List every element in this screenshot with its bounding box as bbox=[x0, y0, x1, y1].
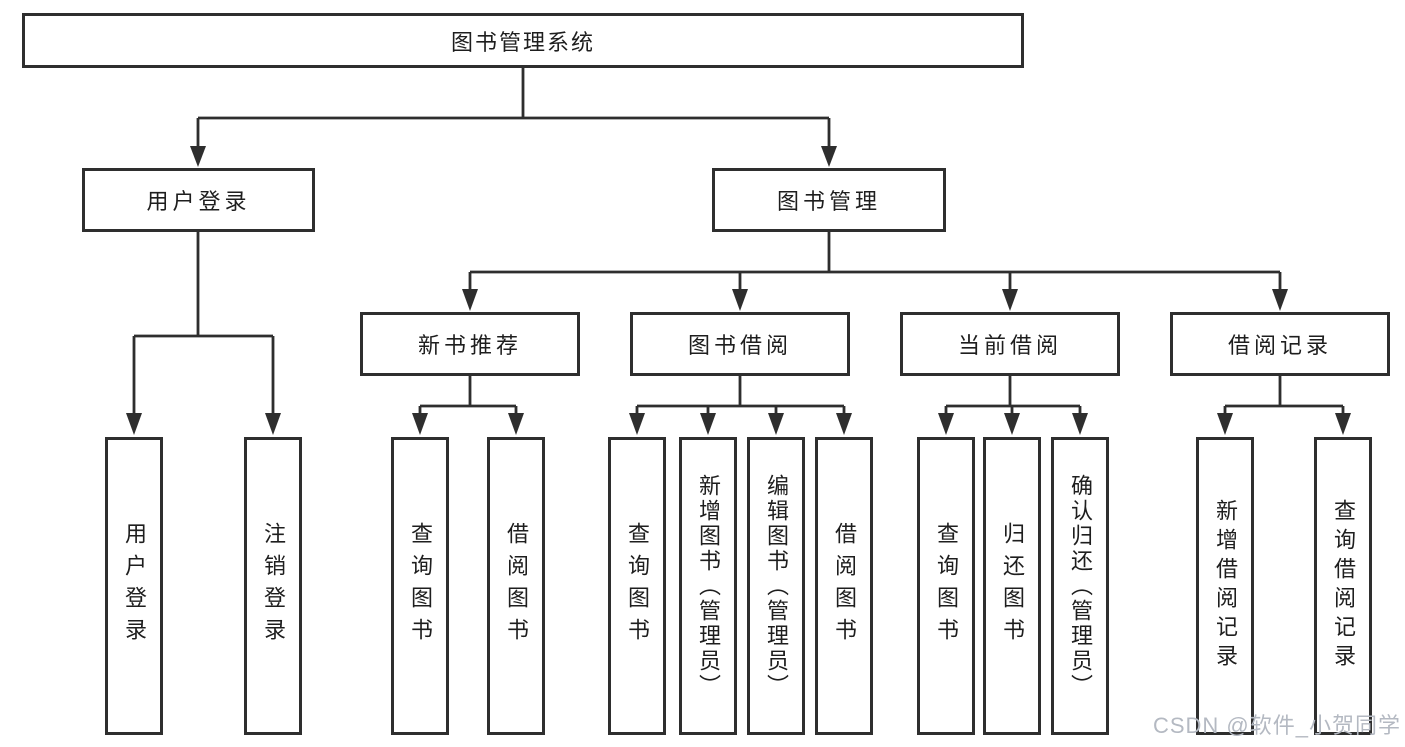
node-borrow-records: 借阅记录 bbox=[1170, 312, 1390, 376]
node-new-book-recommend-label: 新书推荐 bbox=[417, 333, 522, 358]
leaf-logout-label: 注销登录 bbox=[261, 522, 286, 650]
leaf-records-add-record-label: 新增借阅记录 bbox=[1213, 499, 1238, 673]
leaf-current-confirm-return-admin: 确认归还（管理员） bbox=[1051, 437, 1109, 735]
leaf-borrow-edit-books-admin: 编辑图书（管理员） bbox=[747, 437, 805, 735]
leaf-current-confirm-return-admin-label: 确认归还（管理员） bbox=[1068, 473, 1093, 699]
leaf-current-return-books-label: 归还图书 bbox=[1000, 522, 1025, 650]
leaf-current-return-books: 归还图书 bbox=[983, 437, 1041, 735]
node-borrow-records-label: 借阅记录 bbox=[1227, 333, 1332, 358]
leaf-user-login-label: 用户登录 bbox=[122, 522, 147, 650]
connector-book-management-children bbox=[462, 232, 1288, 311]
leaf-recommend-borrow-books-label: 借阅图书 bbox=[504, 522, 529, 650]
leaf-borrow-query-books: 查询图书 bbox=[608, 437, 666, 735]
connector-borrow-records-children bbox=[1217, 376, 1351, 435]
connector-user-login-children bbox=[126, 232, 281, 435]
node-book-management: 图书管理 bbox=[712, 168, 946, 232]
node-root-label: 图书管理系统 bbox=[450, 29, 595, 55]
connector-current-borrow-children bbox=[938, 376, 1088, 435]
leaf-current-query-books-label: 查询图书 bbox=[934, 522, 959, 650]
node-book-borrow: 图书借阅 bbox=[630, 312, 850, 376]
leaf-recommend-query-books-label: 查询图书 bbox=[408, 522, 433, 650]
leaf-logout: 注销登录 bbox=[244, 437, 302, 735]
node-current-borrow: 当前借阅 bbox=[900, 312, 1120, 376]
connector-book-borrow-children bbox=[629, 376, 852, 435]
node-book-management-label: 图书管理 bbox=[776, 189, 881, 214]
leaf-borrow-add-books-admin-label: 新增图书（管理员） bbox=[696, 473, 721, 699]
leaf-user-login: 用户登录 bbox=[105, 437, 163, 735]
leaf-borrow-add-books-admin: 新增图书（管理员） bbox=[679, 437, 737, 735]
connector-new-book-recommend-children bbox=[412, 376, 524, 435]
leaf-borrow-edit-books-admin-label: 编辑图书（管理员） bbox=[764, 473, 789, 699]
node-book-borrow-label: 图书借阅 bbox=[687, 333, 792, 358]
node-current-borrow-label: 当前借阅 bbox=[957, 333, 1062, 358]
connector-root-to-level2 bbox=[190, 68, 837, 167]
leaf-borrow-borrow-books: 借阅图书 bbox=[815, 437, 873, 735]
node-user-login: 用户登录 bbox=[82, 168, 315, 232]
leaf-borrow-borrow-books-label: 借阅图书 bbox=[832, 522, 857, 650]
leaf-records-add-record: 新增借阅记录 bbox=[1196, 437, 1254, 735]
leaf-recommend-borrow-books: 借阅图书 bbox=[487, 437, 545, 735]
leaf-records-query-record: 查询借阅记录 bbox=[1314, 437, 1372, 735]
csdn-watermark: CSDN @软件_小贺同学 bbox=[1152, 713, 1401, 738]
leaf-records-query-record-label: 查询借阅记录 bbox=[1331, 499, 1356, 673]
leaf-current-query-books: 查询图书 bbox=[917, 437, 975, 735]
node-user-login-label: 用户登录 bbox=[146, 189, 251, 214]
node-new-book-recommend: 新书推荐 bbox=[360, 312, 580, 376]
node-root: 图书管理系统 bbox=[22, 13, 1024, 68]
leaf-recommend-query-books: 查询图书 bbox=[391, 437, 449, 735]
leaf-borrow-query-books-label: 查询图书 bbox=[625, 522, 650, 650]
